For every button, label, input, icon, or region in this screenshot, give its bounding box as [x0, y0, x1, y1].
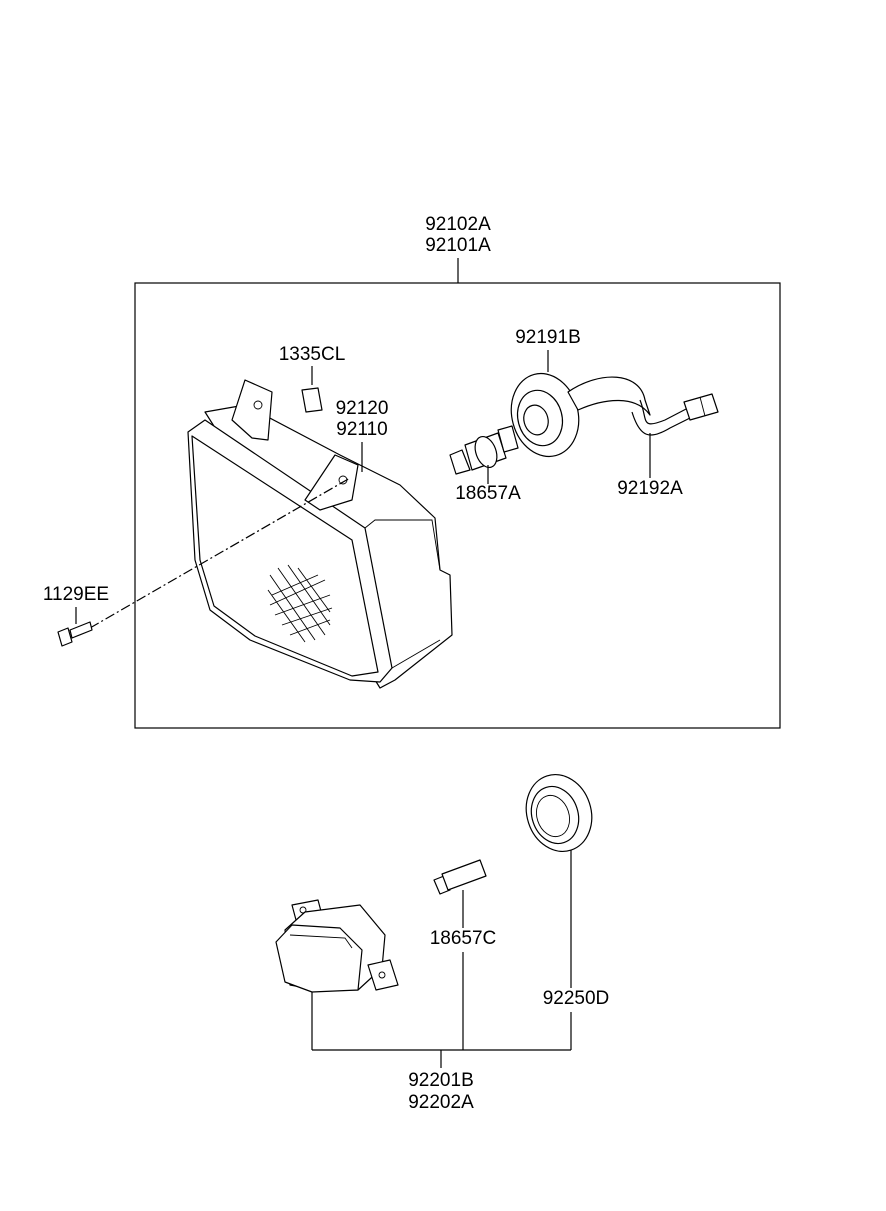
- assembly-part-number-2: 92101A: [425, 235, 491, 256]
- screw-shank: [69, 621, 93, 639]
- label-lens-b: 92110: [336, 419, 387, 440]
- mounting-bracket-upper: [231, 379, 273, 441]
- fog-assembly-part-number-2: 92202A: [408, 1092, 474, 1113]
- label-bulb: 18657A: [455, 483, 521, 504]
- bulb-socket: [510, 372, 651, 458]
- socket-cable-sleeve: [567, 376, 651, 416]
- mounting-bracket-side: [304, 454, 359, 511]
- fog-assembly-part-number-1: 92201B: [408, 1070, 474, 1091]
- fog-bulb-body: [441, 859, 487, 891]
- label-socket: 92191B: [515, 327, 581, 348]
- headlamp-bulb: [449, 425, 519, 475]
- bulb-terminal: [497, 425, 519, 453]
- label-clip: 1335CL: [279, 344, 346, 365]
- label-fog-cover: 92250D: [543, 988, 610, 1009]
- label-screw: 1129EE: [43, 584, 109, 605]
- cover-opening: [536, 794, 570, 838]
- wire-lower: [631, 411, 691, 436]
- fog-lamp-lens: [275, 924, 363, 993]
- wire-connector: [683, 393, 719, 421]
- screw-axis-line: [89, 477, 351, 629]
- wire-upper: [639, 399, 689, 425]
- wiring-harness: [631, 393, 719, 436]
- housing-edge-lower: [391, 639, 441, 669]
- assembly-part-number-1: 92102A: [425, 214, 491, 235]
- label-lens-a: 92120: [336, 398, 389, 419]
- foglamp-assembly: 92250D 18657C 92201B 92202A: [275, 774, 610, 1113]
- headlamp-unit: [187, 379, 453, 689]
- headlamp-assembly: 92102A 92101A: [43, 214, 781, 729]
- fog-bulb: [433, 859, 487, 895]
- screw-head: [57, 627, 73, 647]
- bulb-glass: [449, 449, 471, 475]
- fog-connector-tab: [367, 959, 399, 991]
- label-fog-bulb: 18657C: [430, 928, 497, 949]
- screw-part: [57, 621, 93, 647]
- lens-pattern: [267, 564, 333, 643]
- connector-divider: [699, 396, 706, 417]
- fog-cover: [525, 774, 593, 852]
- socket-core: [523, 404, 549, 436]
- fog-lamp-unit: [275, 899, 399, 993]
- assembly-frame: [134, 282, 781, 729]
- fog-connector-hole: [378, 971, 386, 979]
- headlamp-lens: [191, 435, 379, 677]
- bulb-flange: [474, 435, 498, 469]
- bracket-hole: [253, 400, 263, 410]
- fog-bulb-tip: [433, 875, 451, 895]
- clip-part: [301, 387, 323, 413]
- label-wiring: 92192A: [617, 478, 683, 499]
- housing-edge: [364, 519, 441, 571]
- fog-lens-edge: [289, 934, 353, 949]
